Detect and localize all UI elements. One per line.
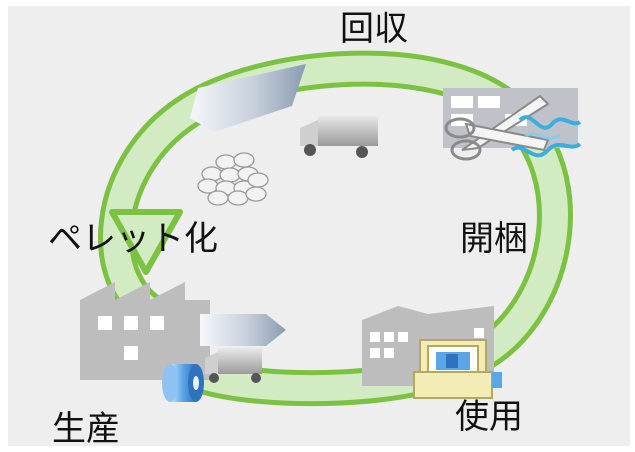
film-waste-icon [510,115,582,158]
stage-label-pelletizing: ペレット化 [48,219,218,259]
film-roll-icon [162,364,204,402]
stage-label-unpacking: 開梱 [460,219,528,259]
pellets-icon [197,152,269,206]
transport-arrow-bottom [200,314,286,346]
scissors-icon [444,94,550,161]
factory-icon [80,282,210,380]
stage-label-production: 生産 [52,409,120,449]
stage-label-use: 使用 [455,397,523,437]
stage-label-collection: 回収 [340,9,408,49]
packaged-box-icon [413,339,502,399]
transport-arrow [190,64,306,132]
truck-icon-bottom [205,348,262,383]
truck-icon [300,116,378,158]
